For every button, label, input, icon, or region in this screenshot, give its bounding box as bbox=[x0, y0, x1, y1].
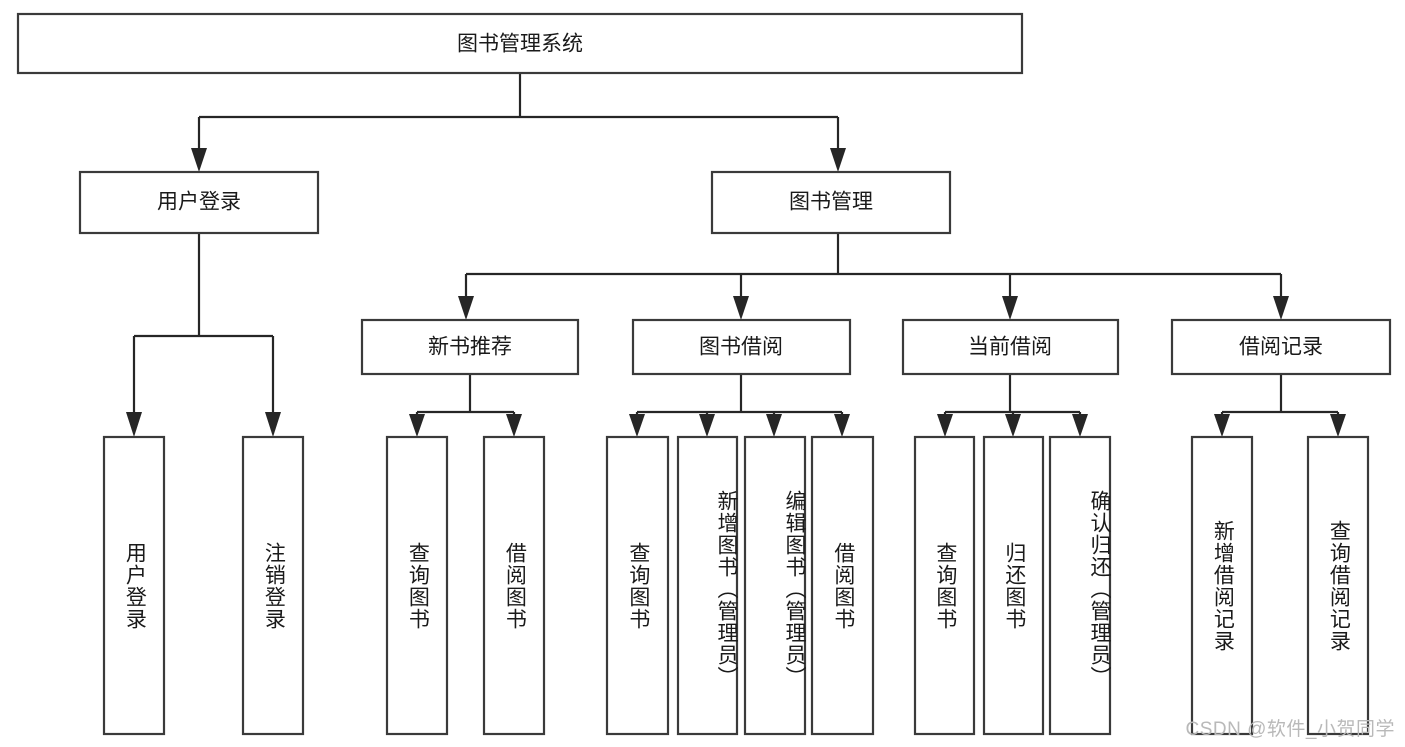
arrow-borrow-l4 bbox=[834, 414, 850, 437]
node-user-login-box[interactable] bbox=[78, 170, 320, 235]
node-leaf-query-record-box[interactable] bbox=[1306, 435, 1370, 736]
node-leaf-confirm-return-box[interactable] bbox=[1048, 435, 1112, 736]
arrow-recommend-l1 bbox=[409, 414, 425, 437]
node-root-box[interactable] bbox=[16, 12, 1024, 75]
node-book-management-label: 图书管理 bbox=[789, 191, 873, 214]
node-new-book-recommend-box[interactable] bbox=[360, 318, 580, 376]
node-leaf-query-book-current-box[interactable] bbox=[913, 435, 976, 736]
arrow-current-l1 bbox=[937, 414, 953, 437]
arrow-bm-to-record bbox=[1273, 296, 1289, 320]
arrow-borrow-l1 bbox=[629, 414, 645, 437]
arrow-borrow-l3 bbox=[766, 414, 782, 437]
node-user-login-label: 用户登录 bbox=[157, 191, 241, 214]
node-root-label: 图书管理系统 bbox=[457, 33, 583, 56]
connector-layer bbox=[126, 73, 1346, 437]
node-leaf-borrow-book-rec-box[interactable] bbox=[482, 435, 546, 736]
node-leaf-return-book-box[interactable] bbox=[982, 435, 1045, 736]
node-leaf-logout-box[interactable] bbox=[241, 435, 305, 736]
node-leaf-user-login-box[interactable] bbox=[102, 435, 166, 736]
arrow-user-login-l1 bbox=[126, 412, 142, 437]
node-new-book-recommend-label: 新书推荐 bbox=[428, 336, 512, 359]
arrow-current-l3 bbox=[1072, 414, 1088, 437]
node-leaf-edit-book-box[interactable] bbox=[743, 435, 807, 736]
node-leaf-query-book-rec-box[interactable] bbox=[385, 435, 449, 736]
arrow-bm-to-recommend bbox=[458, 296, 474, 320]
node-leaf-add-record-box[interactable] bbox=[1190, 435, 1254, 736]
arrow-root-to-book-mgmt bbox=[830, 148, 846, 172]
arrow-bm-to-borrow bbox=[733, 296, 749, 320]
arrow-recommend-l2 bbox=[506, 414, 522, 437]
node-book-borrow-label: 图书借阅 bbox=[699, 336, 783, 359]
node-book-management-box[interactable] bbox=[710, 170, 952, 235]
arrow-record-l1 bbox=[1214, 414, 1230, 437]
node-borrow-record-label: 借阅记录 bbox=[1239, 336, 1323, 359]
arrow-root-to-user-login bbox=[191, 148, 207, 172]
node-leaf-add-book-box[interactable] bbox=[676, 435, 739, 736]
node-leaf-query-book-borrow-box[interactable] bbox=[605, 435, 670, 736]
node-leaf-borrow-book-box[interactable] bbox=[810, 435, 875, 736]
arrow-record-l2 bbox=[1330, 414, 1346, 437]
node-current-borrow-label: 当前借阅 bbox=[968, 336, 1052, 359]
node-book-borrow-box[interactable] bbox=[631, 318, 852, 376]
arrow-borrow-l2 bbox=[699, 414, 715, 437]
arrow-user-login-l2 bbox=[265, 412, 281, 437]
node-borrow-record-box[interactable] bbox=[1170, 318, 1392, 376]
arrow-bm-to-current bbox=[1002, 296, 1018, 320]
arrow-current-l2 bbox=[1005, 414, 1021, 437]
node-current-borrow-box[interactable] bbox=[901, 318, 1120, 376]
node-layer: 图书管理系统 用户登录 图书管理 新书推荐 图书借阅 当前借阅 借阅记录 bbox=[16, 12, 1392, 736]
csdn-watermark: CSDN @软件_小贺同学 bbox=[1185, 719, 1395, 740]
